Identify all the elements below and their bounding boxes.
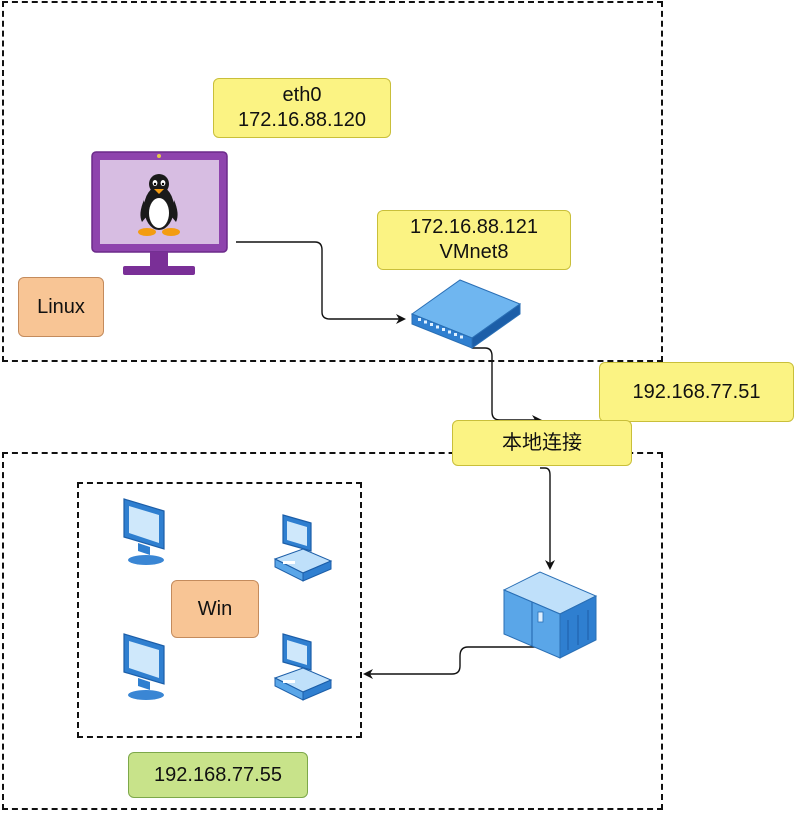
linux-os-label: Linux bbox=[18, 277, 104, 337]
windows-ip-label: 192.168.77.55 bbox=[128, 752, 308, 798]
switch-to-connection-connector bbox=[472, 347, 542, 425]
linux-zone-frame bbox=[2, 1, 663, 362]
switch-icon bbox=[410, 279, 522, 349]
windows-group-frame bbox=[77, 482, 362, 738]
pc-workstation-icon bbox=[273, 514, 333, 582]
server-icon bbox=[502, 571, 598, 659]
local-connection-label: 本地连接 bbox=[452, 420, 632, 466]
vmnet8-ip-label: 172.16.88.121 VMnet8 bbox=[377, 210, 571, 270]
windows-os-label: Win bbox=[171, 580, 259, 638]
pc-monitor-icon bbox=[123, 498, 165, 565]
windows-zone-frame bbox=[2, 452, 663, 810]
linux-monitor-icon bbox=[91, 151, 228, 275]
pc-workstation-icon bbox=[273, 633, 333, 701]
server-to-windows-connector bbox=[363, 646, 552, 679]
bridge-ip-label: 192.168.77.51 bbox=[599, 362, 794, 422]
connection-to-server-connector bbox=[540, 467, 555, 570]
linux-to-switch-connector bbox=[236, 241, 406, 324]
eth0-ip-label: eth0 172.16.88.120 bbox=[213, 78, 391, 138]
pc-monitor-icon bbox=[123, 633, 165, 700]
